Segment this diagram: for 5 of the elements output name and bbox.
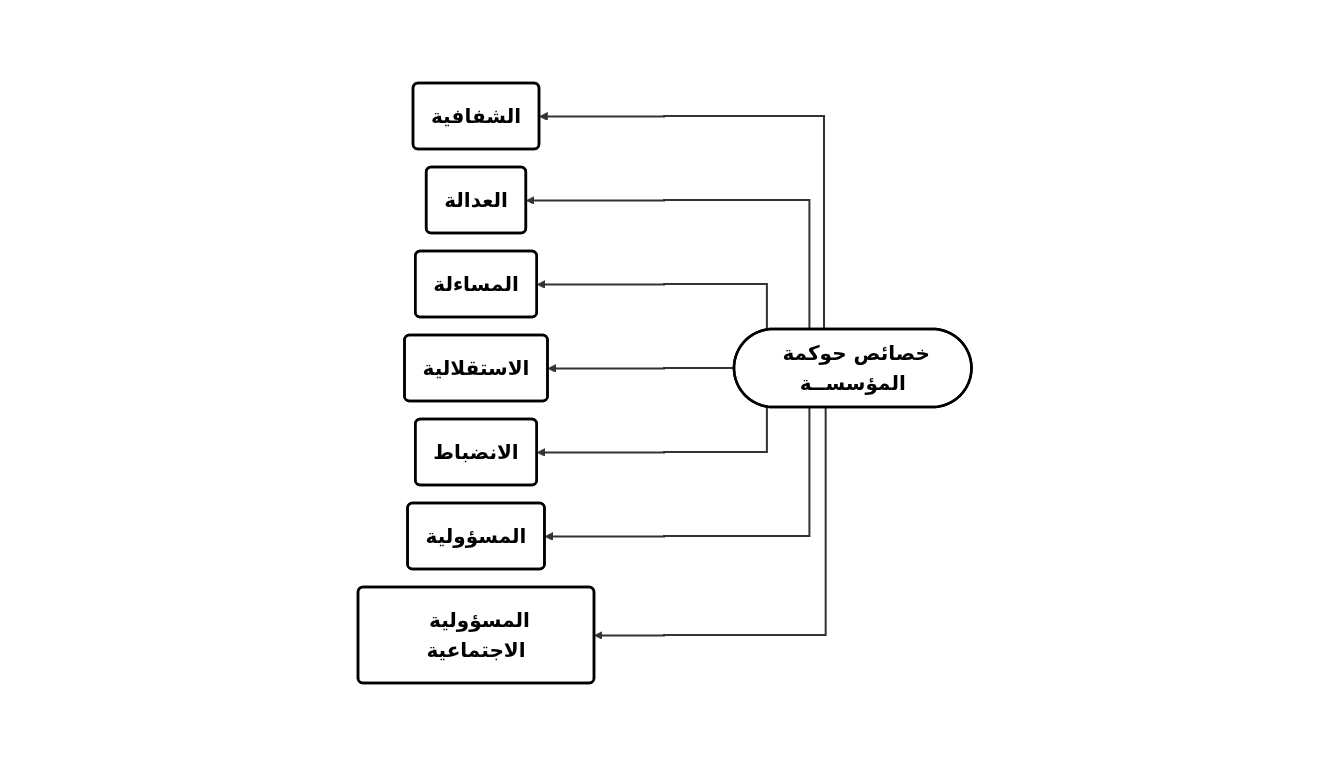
arrow	[539, 111, 826, 330]
arrow	[594, 406, 827, 640]
arrow	[537, 405, 769, 457]
arrow	[544, 406, 811, 541]
arrow	[526, 195, 811, 330]
